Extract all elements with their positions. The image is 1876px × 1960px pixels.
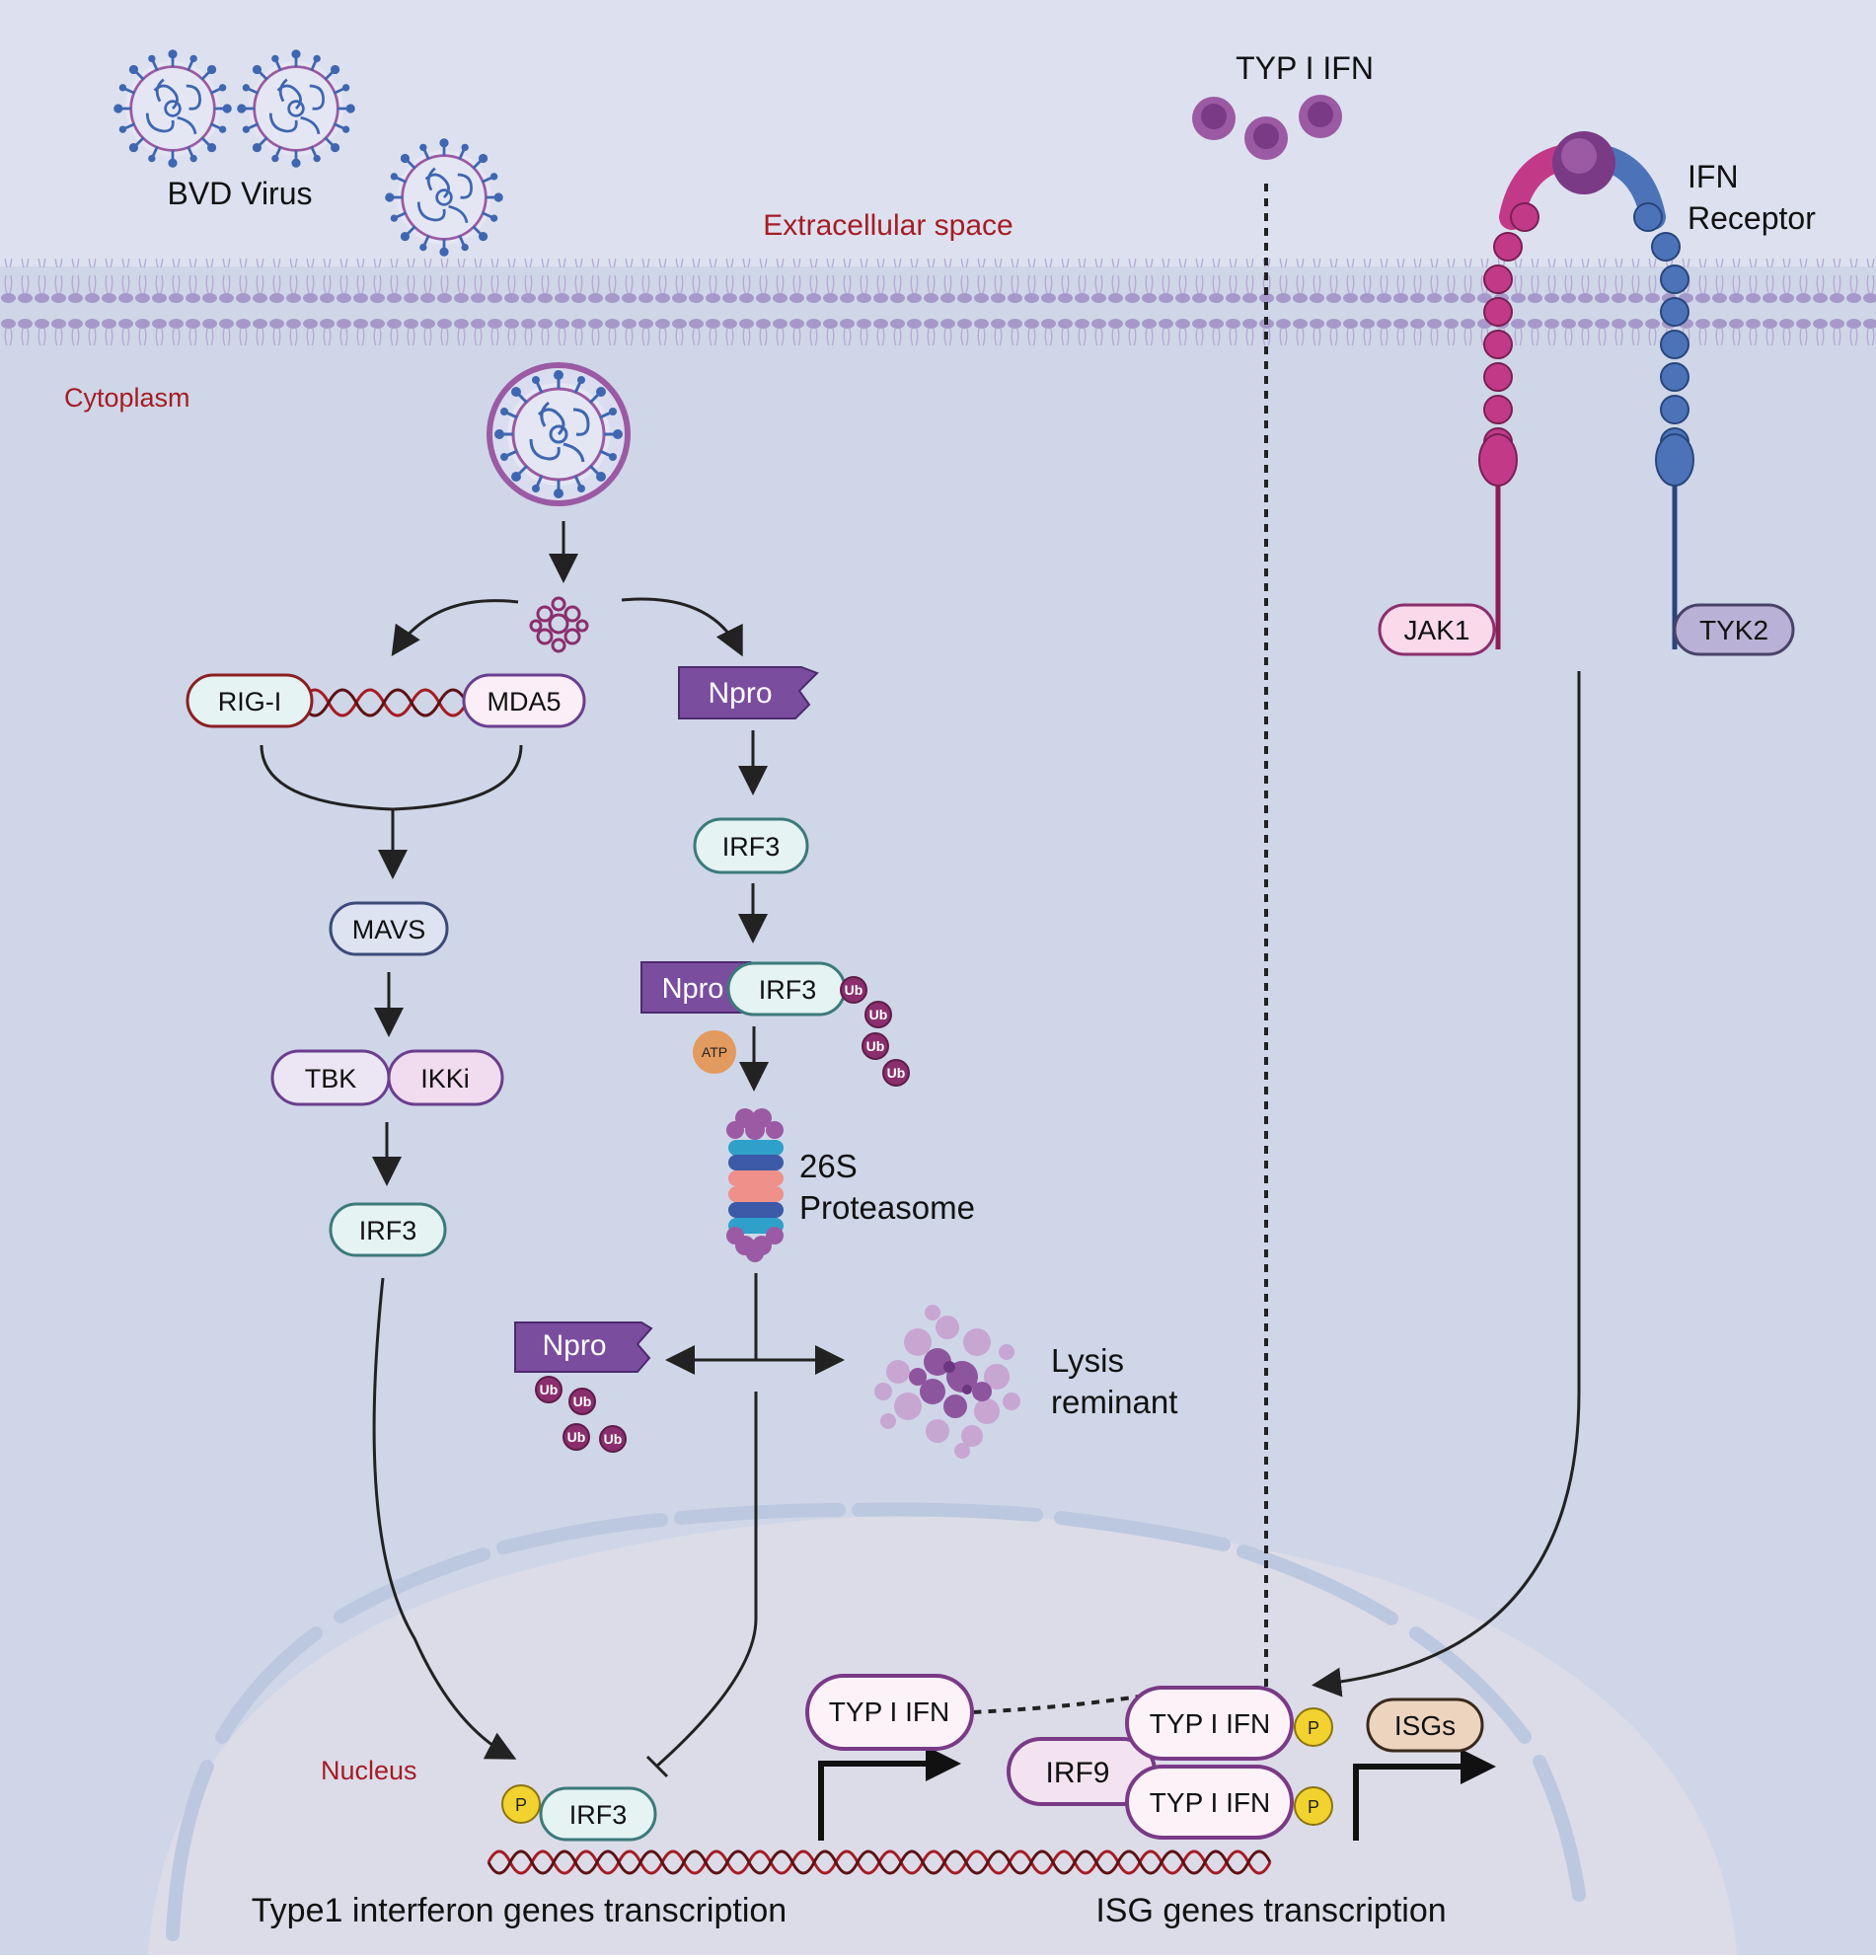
arrow bbox=[391, 599, 519, 656]
inhibition-line bbox=[655, 1392, 758, 1769]
tbk-node: TBK bbox=[270, 1049, 391, 1106]
viral-rna-icon bbox=[529, 596, 589, 653]
lysis-remnant-label: Lysis bbox=[1051, 1342, 1124, 1379]
svg-text:IRF3: IRF3 bbox=[569, 1800, 628, 1830]
atp-icon: ATP bbox=[693, 1030, 736, 1074]
nuclear-envelope bbox=[166, 1502, 1586, 1941]
svg-text:Ub: Ub bbox=[869, 1007, 888, 1022]
type1-transcription-label: Type1 interferon genes transcription bbox=[252, 1892, 787, 1929]
typ-ifn-label: TYP I IFN bbox=[1236, 50, 1374, 86]
cytoplasm-label: Cytoplasm bbox=[64, 383, 190, 413]
proteasome-label: 26S bbox=[799, 1148, 858, 1184]
svg-text:MDA5: MDA5 bbox=[487, 687, 561, 716]
tyk2-node: TYK2 bbox=[1673, 603, 1795, 656]
ubiquitin-chain-icon: Ub Ub Ub Ub bbox=[840, 976, 910, 1087]
irf9-node: IRF9 bbox=[1007, 1737, 1157, 1806]
svg-text:TBK: TBK bbox=[305, 1064, 357, 1093]
svg-text:TYP I IFN: TYP I IFN bbox=[1150, 1787, 1270, 1818]
phosphate-icon: P bbox=[1294, 1786, 1333, 1826]
irf3-node: IRF3 bbox=[329, 1202, 447, 1257]
typ-ifn-complex-upper: TYP I IFN bbox=[1125, 1686, 1294, 1761]
irf3-nuclear-translocation-arrow bbox=[372, 1277, 517, 1760]
proteasome-label: Proteasome bbox=[799, 1189, 975, 1226]
phospho-irf3-node: IRF3 bbox=[539, 1786, 657, 1842]
svg-text:IRF3: IRF3 bbox=[759, 975, 817, 1005]
mavs-node: MAVS bbox=[329, 901, 449, 956]
rig-i-node: RIG-I bbox=[186, 673, 314, 728]
jak-stat-arrow bbox=[1312, 671, 1581, 1697]
dna-strand bbox=[487, 1849, 1272, 1875]
internalized-virus-icon bbox=[487, 362, 631, 506]
svg-text:Npro: Npro bbox=[662, 973, 724, 1005]
virus-icon bbox=[235, 47, 357, 170]
inhibition-bar bbox=[645, 1755, 669, 1778]
cell-membrane bbox=[0, 259, 1876, 345]
svg-text:P: P bbox=[1308, 1797, 1319, 1817]
svg-text:Npro: Npro bbox=[542, 1329, 606, 1362]
svg-text:JAK1: JAK1 bbox=[1404, 615, 1470, 645]
lysis-remnant-icon bbox=[874, 1305, 1020, 1459]
ikki-node: IKKi bbox=[387, 1049, 504, 1106]
svg-text:Ub: Ub bbox=[866, 1038, 885, 1054]
svg-text:IRF3: IRF3 bbox=[359, 1216, 417, 1245]
proteasome-icon bbox=[726, 1108, 784, 1262]
svg-text:Ub: Ub bbox=[845, 982, 863, 998]
lysis-remnant-label: reminant bbox=[1051, 1384, 1177, 1420]
svg-text:TYP I IFN: TYP I IFN bbox=[1150, 1708, 1270, 1739]
arrow bbox=[621, 597, 743, 657]
transcription-start-arrow bbox=[818, 1746, 961, 1841]
svg-text:Ub: Ub bbox=[573, 1394, 592, 1409]
phosphate-icon: P bbox=[1294, 1707, 1333, 1747]
bvd-virus-label: BVD Virus bbox=[167, 176, 312, 211]
ifn-molecule-icon bbox=[1192, 95, 1342, 160]
npro-node: Npro bbox=[514, 1321, 653, 1373]
svg-text:Ub: Ub bbox=[604, 1431, 623, 1447]
mda5-node: MDA5 bbox=[462, 673, 586, 728]
jak1-node: JAK1 bbox=[1378, 603, 1496, 656]
svg-text:Ub: Ub bbox=[567, 1429, 586, 1445]
ifn-receptor-label: Receptor bbox=[1688, 200, 1816, 236]
virus-icon bbox=[112, 47, 234, 170]
transcription-start-arrow bbox=[1353, 1749, 1496, 1841]
svg-text:IRF9: IRF9 bbox=[1045, 1757, 1109, 1789]
isg-transcription-label: ISG genes transcription bbox=[1095, 1892, 1446, 1929]
svg-text:Npro: Npro bbox=[708, 677, 772, 710]
npro-irf3-complex: Npro IRF3 bbox=[640, 961, 847, 1017]
typ-ifn-complex-lower: TYP I IFN bbox=[1125, 1765, 1294, 1840]
isgs-node: ISGs bbox=[1366, 1697, 1484, 1753]
svg-text:IKKi: IKKi bbox=[420, 1064, 470, 1093]
nucleus-label: Nucleus bbox=[321, 1756, 417, 1785]
svg-text:P: P bbox=[515, 1795, 527, 1815]
virus-icon bbox=[383, 136, 505, 259]
irf3-node: IRF3 bbox=[693, 817, 809, 874]
svg-text:RIG-I: RIG-I bbox=[218, 687, 282, 716]
phosphate-icon: P bbox=[501, 1784, 541, 1824]
svg-text:ISGs: ISGs bbox=[1394, 1710, 1456, 1741]
svg-text:Ub: Ub bbox=[540, 1382, 559, 1397]
svg-text:Ub: Ub bbox=[887, 1065, 906, 1081]
svg-text:TYK2: TYK2 bbox=[1699, 615, 1768, 645]
svg-text:TYP I IFN: TYP I IFN bbox=[829, 1696, 949, 1727]
npro-node: Npro bbox=[678, 666, 819, 719]
ubiquitin-chain-icon: Ub Ub Ub Ub bbox=[535, 1376, 627, 1453]
svg-text:IRF3: IRF3 bbox=[722, 832, 781, 862]
typ-ifn-nuclear-node: TYP I IFN bbox=[805, 1674, 974, 1751]
svg-text:MAVS: MAVS bbox=[352, 915, 426, 944]
svg-text:ATP: ATP bbox=[702, 1044, 727, 1060]
extracellular-space-label: Extracellular space bbox=[763, 209, 1013, 242]
ifn-receptor-label: IFN bbox=[1688, 159, 1739, 194]
svg-text:P: P bbox=[1308, 1718, 1319, 1738]
